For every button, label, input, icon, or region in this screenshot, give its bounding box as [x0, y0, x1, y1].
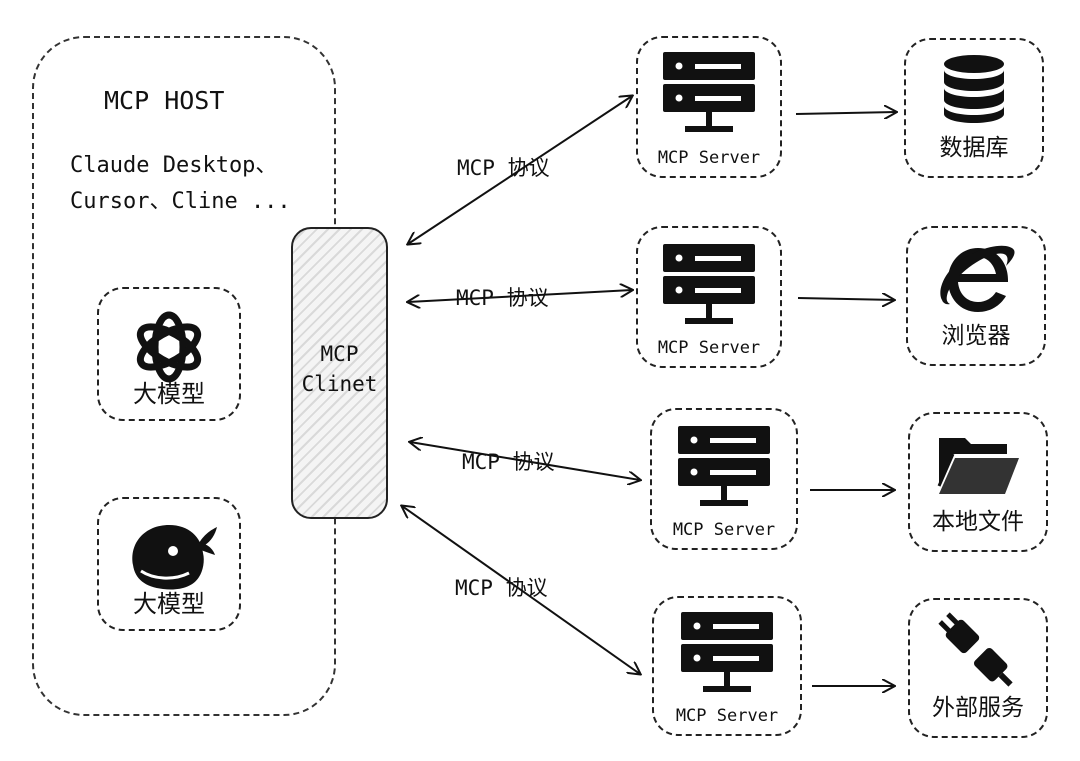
resource-box-external-service: 外部服务: [908, 598, 1048, 738]
openai-logo-icon: [136, 311, 202, 383]
resource-label: 浏览器: [941, 323, 1011, 349]
resource-label: 外部服务: [932, 695, 1024, 721]
arrow-client-server-2: [408, 290, 632, 302]
mcp-client-label: MCP Clinet: [293, 339, 386, 399]
arrow-client-server-4: [402, 506, 640, 674]
model-box-deepseek: 大模型: [97, 497, 241, 631]
host-apps-line1: Claude Desktop、: [70, 153, 278, 178]
mcp-client-block: MCP Clinet: [291, 227, 388, 519]
arrow-client-server-3: [410, 442, 640, 480]
server-label: MCP Server: [672, 520, 776, 540]
mcp-server-box-3: MCP Server: [650, 408, 798, 550]
folder-icon: [937, 438, 1019, 494]
mcp-server-box-2: MCP Server: [636, 226, 782, 368]
protocol-label: MCP 协议: [455, 576, 548, 600]
server-label: MCP Server: [657, 338, 761, 358]
protocol-label: MCP 协议: [462, 450, 555, 474]
mcp-client-label-line1: MCP: [320, 342, 359, 366]
arrow-server-resource-1: [795, 112, 896, 114]
host-apps: Claude Desktop、 Cursor、Cline ...: [70, 148, 291, 220]
server-rack-icon: [678, 426, 770, 506]
mcp-server-box-4: MCP Server: [652, 596, 802, 736]
model-box-openai: 大模型: [97, 287, 241, 421]
host-apps-line2: Cursor、Cline ...: [70, 189, 291, 214]
model-label: 大模型: [133, 380, 205, 408]
mcp-client-label-line2: Clinet: [301, 372, 378, 396]
server-rack-icon: [681, 612, 773, 692]
resource-label: 数据库: [939, 135, 1009, 161]
protocol-label: MCP 协议: [456, 286, 549, 310]
arrow-server-resource-2: [797, 298, 894, 300]
server-rack-icon: [663, 52, 755, 132]
server-label: MCP Server: [657, 148, 761, 168]
resource-box-local-files: 本地文件: [908, 412, 1048, 552]
browser-icon: [940, 245, 1015, 312]
host-title: MCP HOST: [104, 86, 225, 115]
protocol-label: MCP 协议: [457, 156, 550, 180]
deepseek-whale-icon: [132, 525, 217, 590]
model-label: 大模型: [133, 590, 205, 618]
arrow-client-server-1: [408, 96, 632, 244]
resource-box-database: 数据库: [904, 38, 1044, 178]
server-rack-icon: [663, 244, 755, 324]
server-label: MCP Server: [675, 706, 779, 726]
resource-box-browser: 浏览器: [906, 226, 1046, 366]
resource-label: 本地文件: [932, 509, 1024, 535]
plug-icon: [938, 612, 1013, 687]
mcp-server-box-1: MCP Server: [636, 36, 782, 178]
database-icon: [944, 55, 1004, 123]
